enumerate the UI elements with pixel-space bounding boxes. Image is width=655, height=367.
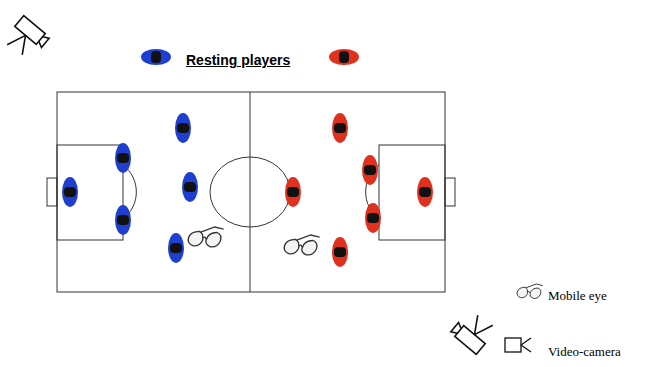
players — [62, 49, 433, 267]
penalty-area — [379, 145, 445, 240]
player-head — [117, 215, 129, 225]
heading-label: Resting players — [186, 52, 290, 68]
player-body — [182, 172, 198, 202]
glasses-lens — [206, 233, 221, 247]
player-icon — [365, 203, 381, 233]
camera-lens — [521, 338, 531, 352]
glasses-lens — [302, 241, 317, 255]
player-body — [329, 49, 359, 65]
player-head — [364, 165, 376, 175]
player-body — [168, 233, 184, 263]
player-body — [365, 203, 381, 233]
camera-body — [505, 338, 521, 352]
glasses-bridge — [528, 291, 530, 292]
video-camera-icon — [3, 16, 50, 63]
player-body — [141, 49, 171, 65]
player-body — [62, 177, 78, 207]
player-icon — [182, 172, 198, 202]
player-head — [334, 247, 346, 257]
player-head — [117, 153, 129, 163]
center-circle — [210, 157, 290, 227]
player-head — [367, 213, 379, 223]
legend-text: Video-camera — [548, 344, 621, 360]
player-icon — [417, 177, 433, 207]
icons — [3, 16, 543, 355]
player-icon — [115, 143, 131, 173]
glasses-lens — [188, 231, 203, 245]
player-icon — [141, 49, 171, 65]
player-icon — [115, 205, 131, 235]
player-head — [151, 51, 161, 63]
player-body — [285, 177, 301, 207]
camera-body — [455, 326, 485, 355]
camera-tripod — [467, 314, 493, 340]
player-head — [339, 51, 349, 63]
player-body — [332, 237, 348, 267]
player-icon — [332, 113, 348, 143]
video-camera-icon — [450, 307, 497, 354]
video-camera-icon — [505, 338, 531, 352]
player-icon — [332, 237, 348, 267]
player-head — [287, 187, 299, 197]
player-icon — [168, 233, 184, 263]
player-body — [115, 143, 131, 173]
mobile-eye-icon — [284, 235, 319, 255]
player-head — [170, 243, 182, 253]
player-body — [417, 177, 433, 207]
player-body — [332, 113, 348, 143]
pitch-outline — [57, 92, 445, 292]
player-head — [419, 187, 431, 197]
camera-lens — [37, 34, 49, 47]
penalty-area — [57, 145, 123, 240]
player-icon — [175, 113, 191, 143]
mobile-eye-icon — [188, 227, 223, 247]
glasses-lens — [284, 239, 299, 253]
pitch-lines — [47, 92, 455, 292]
half-line — [250, 92, 251, 292]
goal-box — [47, 178, 57, 206]
player-body — [362, 155, 378, 185]
player-head — [177, 123, 189, 133]
player-head — [184, 182, 196, 192]
glasses-bridge — [203, 237, 206, 239]
goal-box — [445, 178, 455, 206]
player-head — [334, 123, 346, 133]
legend-text: Mobile eye — [548, 288, 607, 304]
player-icon — [285, 177, 301, 207]
player-body — [175, 113, 191, 143]
camera-tripod — [7, 30, 33, 56]
glasses-bridge — [299, 245, 302, 247]
player-icon — [62, 177, 78, 207]
mobile-eye-icon — [517, 284, 543, 299]
camera-body — [15, 16, 45, 45]
glasses-lens — [517, 287, 528, 298]
glasses-lens — [530, 288, 541, 299]
camera-lens — [451, 323, 463, 336]
player-head — [64, 187, 76, 197]
player-icon — [362, 155, 378, 185]
player-body — [115, 205, 131, 235]
player-icon — [329, 49, 359, 65]
